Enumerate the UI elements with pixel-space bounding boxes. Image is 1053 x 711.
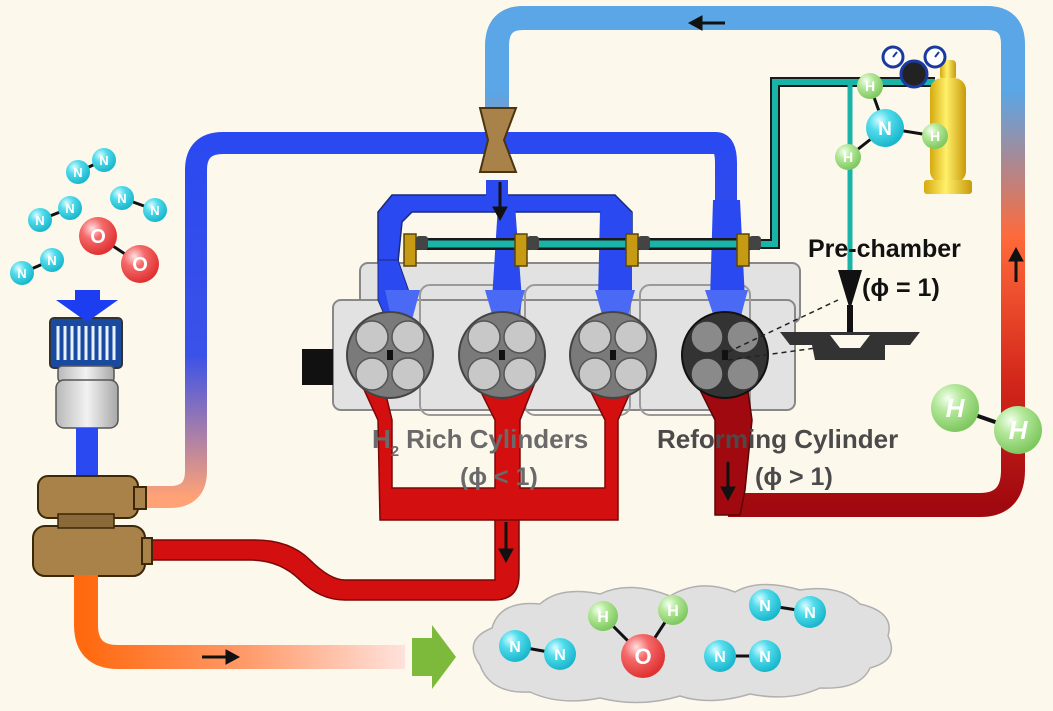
h2-molecule: H H — [931, 384, 1042, 454]
svg-text:O: O — [132, 254, 148, 276]
reforming-cylinder-label: Reforming Cylinder — [657, 424, 898, 454]
reform-return-loop — [485, 6, 1025, 517]
injector-1 — [403, 233, 428, 267]
spark-plug-icon — [838, 270, 862, 310]
svg-text:H: H — [865, 78, 875, 94]
svg-text:N: N — [878, 119, 892, 140]
exhaust-manifold — [145, 369, 753, 601]
flow-arrows — [202, 15, 1024, 665]
svg-text:H: H — [930, 128, 940, 144]
n2-molecule: N N — [110, 186, 167, 222]
svg-text:N: N — [99, 153, 108, 168]
reforming-cylinder-phi-label: (ϕ > 1) — [755, 463, 833, 491]
injector-3 — [625, 233, 650, 267]
pre-chamber — [727, 270, 920, 361]
n2-molecule: N N — [499, 630, 576, 670]
n2-molecule: N N — [28, 196, 82, 232]
svg-text:H: H — [843, 149, 853, 165]
nh3-molecule: H H H N — [835, 73, 948, 170]
svg-text:N: N — [73, 165, 82, 180]
prechamber-label: Pre-chamber — [808, 235, 961, 263]
svg-text:H: H — [1009, 415, 1029, 445]
o2-molecule: O O — [79, 217, 159, 283]
engine-block — [302, 262, 801, 416]
n2-molecule: N N — [66, 148, 116, 184]
air-filter-icon — [49, 317, 123, 478]
svg-text:N: N — [35, 213, 44, 228]
injector-2 — [514, 233, 539, 267]
rich-cylinders-phi-label: (ϕ < 1) — [460, 463, 538, 491]
svg-text:N: N — [47, 253, 56, 268]
svg-text:O: O — [90, 226, 106, 248]
svg-text:O: O — [634, 644, 651, 669]
svg-text:N: N — [759, 649, 771, 666]
cylinder-head-3 — [569, 311, 657, 399]
n2-molecule: N N — [704, 640, 781, 672]
prechamber-phi-label: (ϕ = 1) — [862, 274, 940, 302]
svg-text:N: N — [714, 649, 726, 666]
svg-text:H: H — [946, 393, 966, 423]
svg-text:H: H — [597, 609, 609, 626]
h2o-molecule: H H O — [588, 595, 688, 678]
intake-air-arrow — [56, 290, 118, 322]
svg-text:N: N — [65, 201, 74, 216]
throttle-valve-icon — [478, 107, 518, 173]
svg-text:N: N — [554, 647, 566, 664]
svg-text:N: N — [117, 191, 126, 206]
svg-text:N: N — [804, 605, 816, 622]
svg-text:N: N — [150, 203, 159, 218]
svg-text:N: N — [759, 598, 771, 615]
svg-text:H: H — [667, 603, 679, 620]
exhaust-outlet-pipe — [74, 575, 405, 669]
n2-molecule: N N — [749, 589, 826, 628]
cylinder-head-reforming — [681, 311, 769, 399]
n2-molecule: N N — [10, 248, 64, 285]
exhaust-cloud-icon — [472, 583, 893, 704]
cylinder-head-2 — [458, 311, 546, 399]
svg-text:N: N — [17, 266, 26, 281]
ammonia-fuel-line — [405, 77, 935, 295]
cylinder-head-1 — [346, 311, 434, 399]
turbocharger-icon — [32, 475, 153, 577]
exhaust-exit-arrow — [412, 625, 456, 689]
ammonia-tank-icon — [881, 45, 972, 194]
molecules: N N N N N N N N O O — [10, 73, 1042, 678]
intake-pipe-loop — [146, 132, 737, 508]
svg-text:N: N — [509, 639, 521, 656]
injector-4 — [736, 233, 761, 267]
